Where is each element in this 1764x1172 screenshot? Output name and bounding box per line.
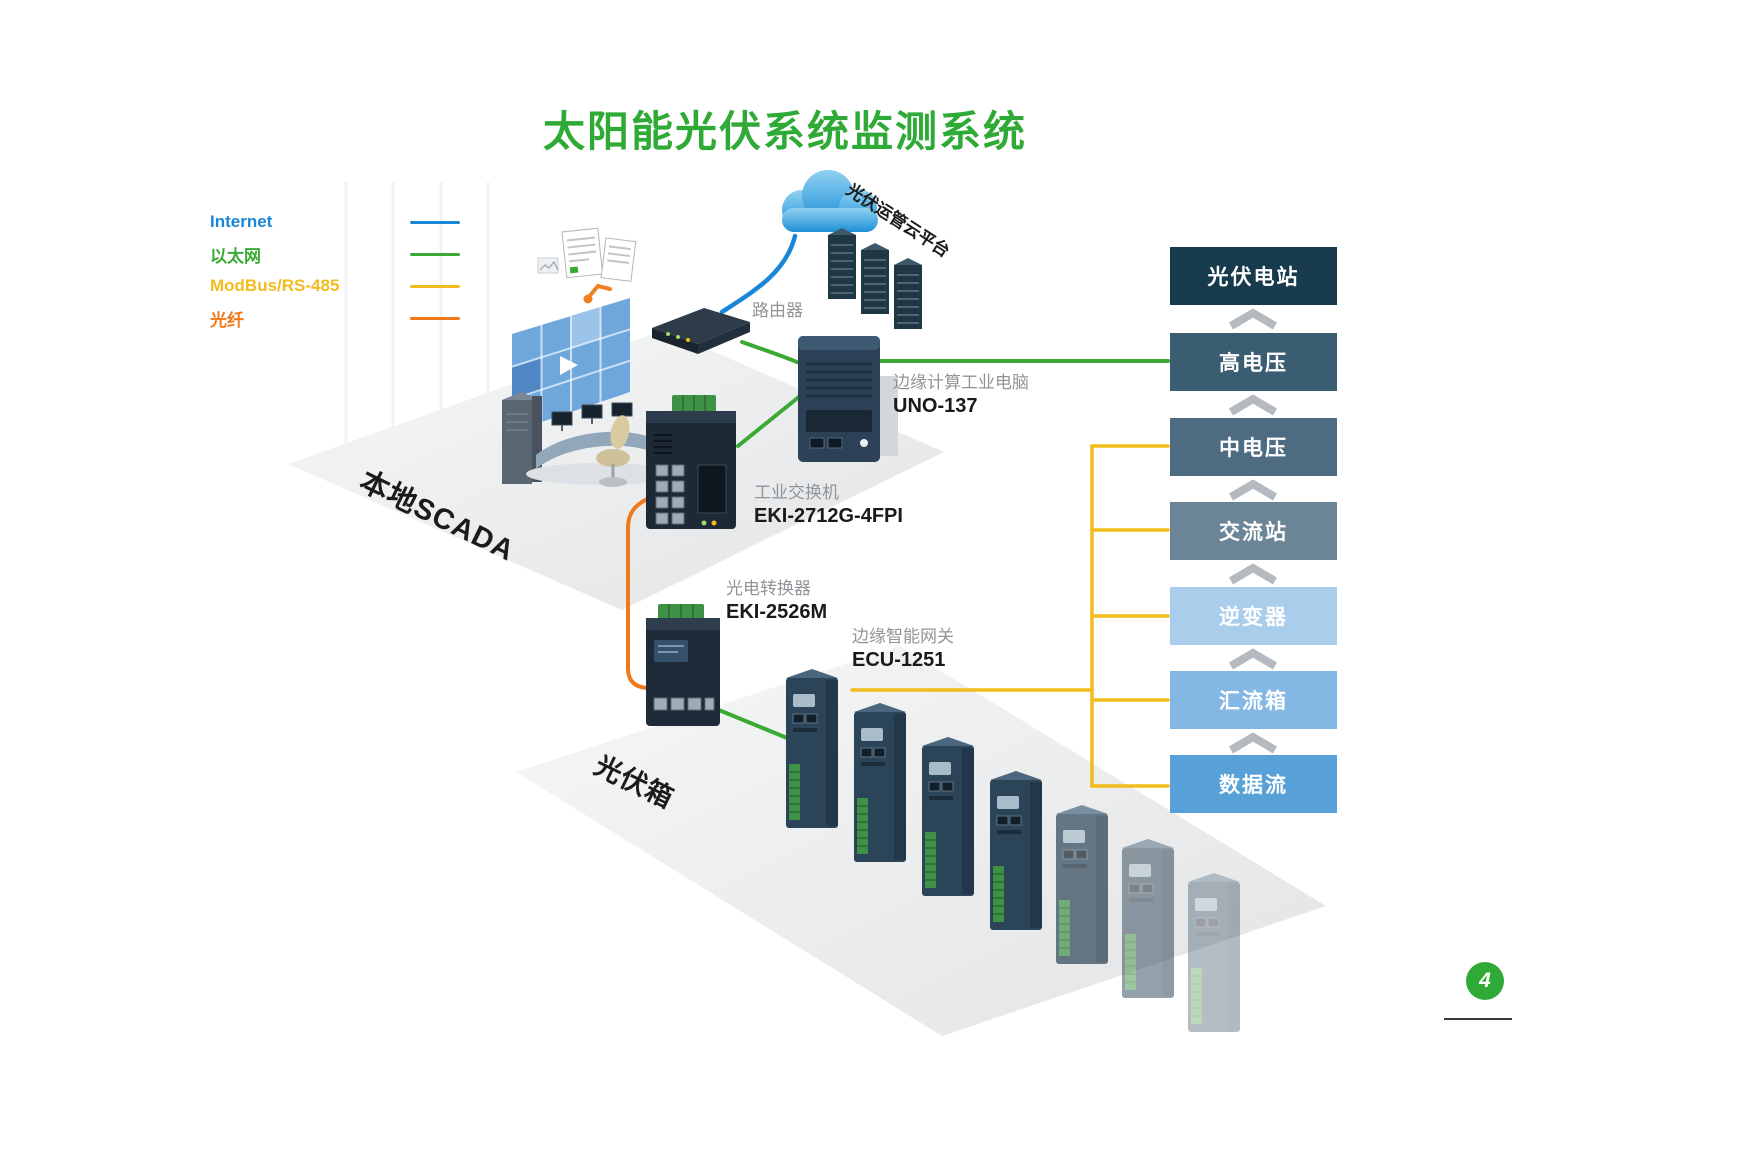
legend-label: 以太网: [210, 246, 261, 266]
eki-2712-switch-device: [646, 395, 736, 529]
switch-label: 工业交换机 EKI-2712G-4FPI: [754, 478, 903, 528]
legend-label: 光纤: [210, 310, 244, 330]
stack-box-label: 光伏电站: [1207, 266, 1300, 289]
background-grid-lines: [344, 182, 490, 478]
eki-2526m-converter-device: [646, 604, 720, 726]
router-label-text: 路由器: [752, 301, 803, 320]
control-room-illustration: [502, 227, 674, 487]
wire-ethernet-unopc-switch: [736, 394, 802, 448]
legend-item-modbus: ModBus/RS-485: [210, 270, 460, 302]
stack-box-inverter: 逆变器: [1170, 587, 1337, 645]
router-device: [652, 308, 750, 354]
stack-box-ac-station: 交流站: [1170, 502, 1337, 560]
stack-box-high-voltage: 高电压: [1170, 333, 1337, 391]
stack-box-label: 数据流: [1219, 774, 1288, 797]
gateway-label: 边缘智能网关 ECU-1251: [852, 622, 954, 672]
desk-monitors: [551, 402, 633, 426]
stack-box-mid-voltage: 中电压: [1170, 418, 1337, 476]
chair-icon: [596, 415, 630, 487]
wire-internet-cloud-router: [719, 233, 798, 315]
stack-box-label: 逆变器: [1219, 606, 1288, 629]
stack-box-label: 高电压: [1219, 352, 1288, 375]
legend-item-fiber: 光纤: [210, 302, 460, 334]
stack-box-label: 交流站: [1219, 521, 1288, 544]
uno-137-device: [798, 336, 898, 462]
legend-line-swatch: [410, 316, 460, 320]
stack-box-label: 中电压: [1219, 437, 1288, 460]
stack-box-pv-station: 光伏电站: [1170, 247, 1337, 305]
converter-label: 光电转换器 EKI-2526M: [726, 574, 827, 624]
legend-line-swatch: [410, 252, 460, 256]
cloud-server-racks: [827, 227, 923, 330]
play-icon: [560, 356, 578, 375]
up-chevron-icon: [1228, 394, 1278, 416]
up-chevron-icon: [1228, 479, 1278, 501]
router-label: 路由器: [752, 296, 803, 321]
cloud-icon: [782, 170, 878, 232]
stack-box-dataflow: 数据流: [1170, 755, 1337, 813]
converter-desc: 光电转换器: [726, 579, 811, 598]
page-title: 太阳能光伏系统监测系统: [542, 108, 1027, 155]
voltage-stack: 光伏电站 高电压 中电压 交流站 逆变器 汇流箱 数据流: [1170, 247, 1337, 813]
legend-line-swatch: [410, 284, 460, 288]
legend-line-swatch: [410, 220, 460, 224]
legend-label: Internet: [210, 212, 273, 231]
wire-modbus-bus: [850, 444, 1170, 788]
wire-ethernet-router-unopc: [740, 340, 806, 367]
gateway-desc: 边缘智能网关: [852, 627, 954, 646]
legend-item-ethernet: 以太网: [210, 238, 460, 270]
switch-model: EKI-2712G-4FPI: [754, 505, 903, 527]
legend-label: ModBus/RS-485: [210, 276, 340, 295]
up-chevron-icon: [1228, 563, 1278, 585]
edge-pc-model: UNO-137: [893, 395, 978, 417]
cabinet-icon: [502, 392, 542, 484]
legend: Internet 以太网 ModBus/RS-485 光纤: [210, 206, 460, 334]
legend-item-internet: Internet: [210, 206, 460, 238]
edge-pc-label: 边缘计算工业电脑 UNO-137: [893, 368, 1029, 418]
converter-model: EKI-2526M: [726, 601, 828, 623]
stack-box-combiner: 汇流箱: [1170, 671, 1337, 729]
up-chevron-icon: [1228, 648, 1278, 670]
gateway-model: ECU-1251: [852, 649, 946, 671]
switch-desc: 工业交换机: [754, 483, 839, 502]
edge-pc-desc: 边缘计算工业电脑: [893, 373, 1029, 392]
wire-fiber-switch-converter: [626, 495, 654, 690]
robot-arm-icon: [583, 283, 612, 304]
wire-ethernet-converter-gateway: [712, 706, 794, 742]
stack-box-label: 汇流箱: [1219, 690, 1288, 713]
page-number-badge: 4: [1466, 962, 1504, 1000]
footer-rule: [1444, 1018, 1512, 1020]
up-chevron-icon: [1228, 732, 1278, 754]
photo-icon: [537, 257, 559, 274]
up-chevron-icon: [1228, 308, 1278, 330]
